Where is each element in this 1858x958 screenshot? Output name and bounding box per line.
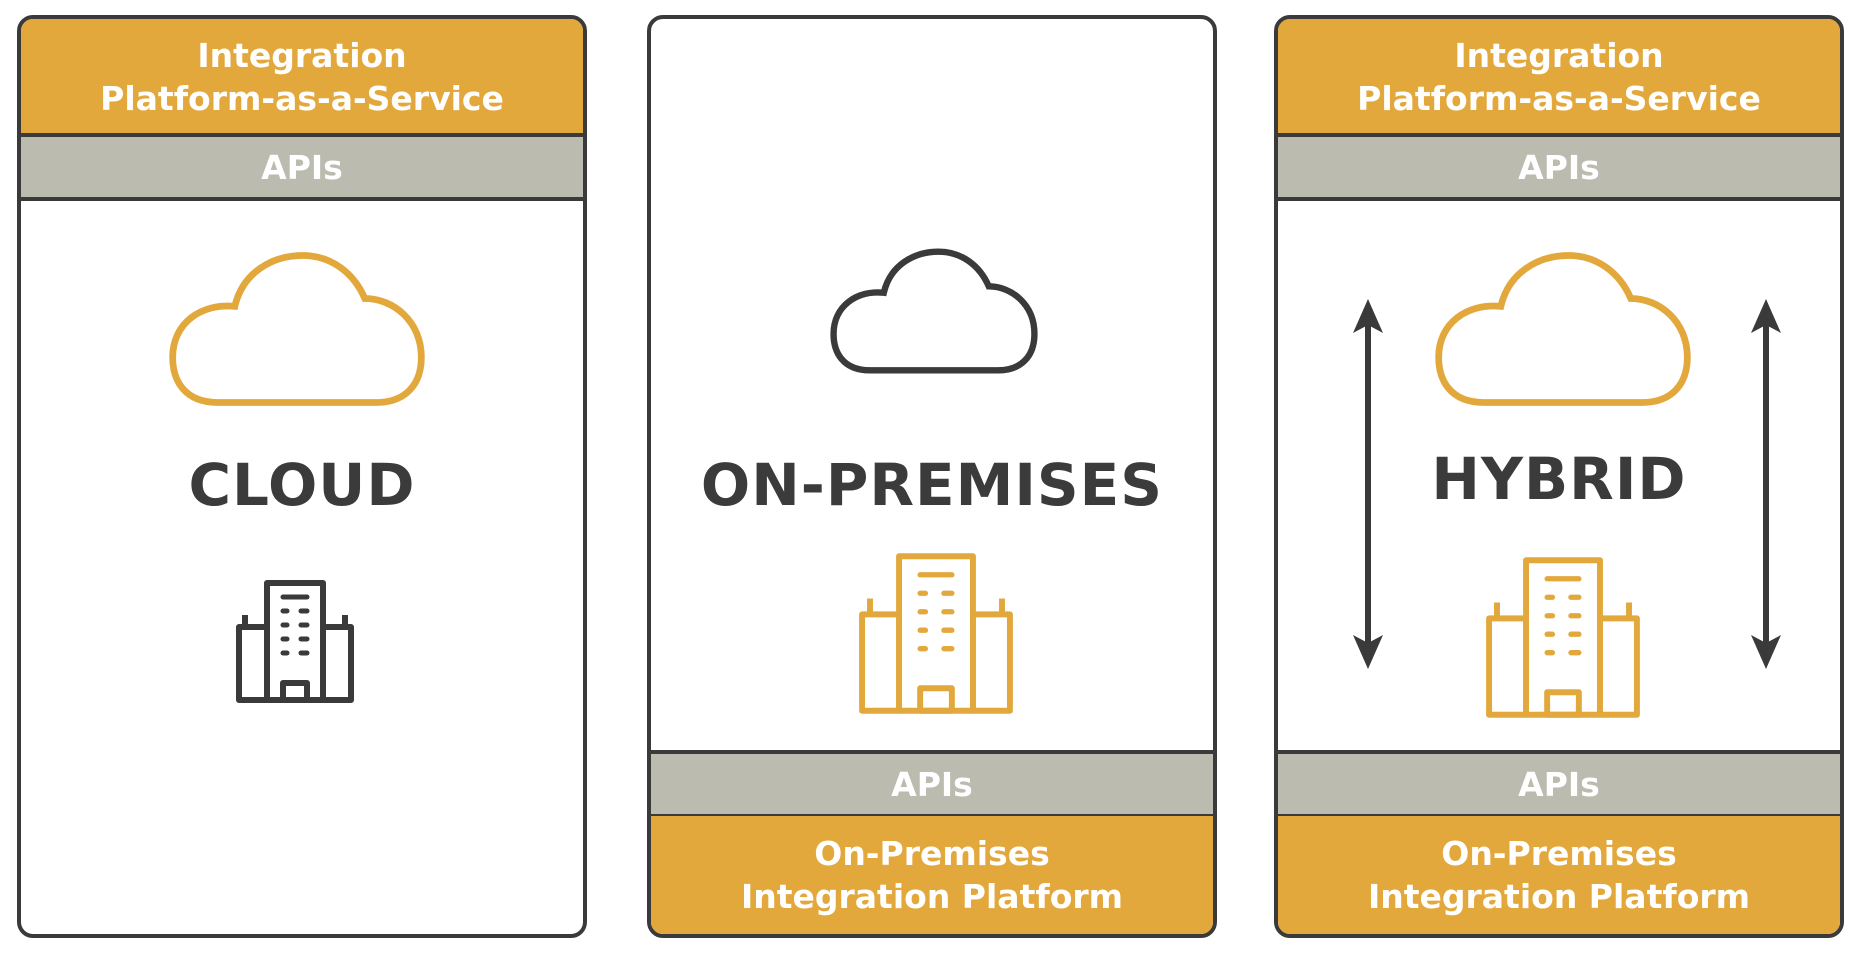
panel-title-hybrid: HYBRID (1431, 445, 1687, 513)
apis-band-top: APIs (1278, 133, 1840, 201)
apis-band-bottom: APIs (1278, 750, 1840, 818)
cloud-icon (167, 249, 427, 409)
ipaas-header-line2: Platform-as-a-Service (1357, 79, 1761, 118)
cloud-icon (829, 247, 1039, 375)
bidirectional-arrow-right-icon (1751, 299, 1781, 669)
footer-line1: On-Premises (1441, 834, 1677, 873)
footer-line1: On-Premises (814, 834, 1050, 873)
building-icon (236, 580, 354, 703)
ipaas-header-line1: Integration (197, 36, 407, 75)
building-icon (859, 553, 1013, 714)
cloud-icon (1433, 249, 1693, 409)
ipaas-header-line1: Integration (1454, 36, 1664, 75)
footer-line2: Integration Platform (1367, 877, 1751, 916)
ipaas-header-line2: Platform-as-a-Service (100, 79, 504, 118)
panel-title-on-premises: ON-PREMISES (700, 451, 1164, 519)
footer-line2: Integration Platform (740, 877, 1124, 916)
apis-band-top: APIs (21, 133, 583, 201)
apis-band-bottom: APIs (651, 750, 1213, 818)
bidirectional-arrow-left-icon (1353, 299, 1383, 669)
building-icon (1486, 557, 1640, 718)
panel-title-cloud: CLOUD (188, 451, 416, 519)
